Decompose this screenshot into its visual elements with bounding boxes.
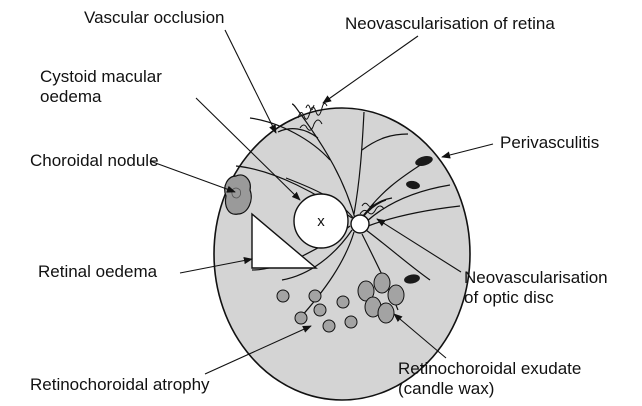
disc-neovascular-tuft [359,202,385,215]
leader-neovascularisation-disc [376,218,462,273]
label-neovascularisation-retina: Neovascularisation of retina [345,14,555,33]
perivasculitis-lesions [404,156,433,284]
label-retinal-oedema: Retinal oedema [38,262,158,281]
retinal-oedema-triangle [251,212,318,269]
label-perivasculitis: Perivasculitis [500,133,600,152]
atrophy-spots [276,289,358,333]
leader-retinal-oedema [179,257,253,274]
label-retinochoroidal-atrophy: Retinochoroidal atrophy [30,375,210,394]
label-vascular-occlusion: Vascular occlusion [84,8,225,27]
macula [293,193,349,249]
optic-disc [350,214,370,234]
label-neovascularisation-disc-line2: of optic disc [464,288,554,307]
macula-mark: x [317,213,325,230]
label-cystoid-macular-line2: oedema [40,87,102,106]
leader-neovascularisation-retina [322,35,419,104]
exudate-ovals [357,272,405,324]
label-cystoid-macular-line1: Cystoid macular [40,67,162,86]
label-retinochoroidal-exudate-line1: Retinochoroidal exudate [398,359,582,378]
retinal-neovascular-tuft [297,102,328,131]
fundus-circle [213,107,471,401]
leader-retinochoroidal-atrophy [204,325,312,375]
label-choroidal-nodule: Choroidal nodule [30,151,159,170]
leader-perivasculitis [441,143,494,159]
leader-choroidal-nodule [149,160,236,193]
leader-vascular-occlusion [224,29,277,134]
leader-cystoid-macular [195,97,301,201]
leader-lines [149,29,494,375]
choroidal-nodule [224,174,252,215]
label-neovascularisation-disc-line1: Neovascularisation [464,268,608,287]
leader-retinochoroidal-exudate [393,313,447,359]
label-retinochoroidal-exudate-line2: (candle wax) [398,379,495,398]
